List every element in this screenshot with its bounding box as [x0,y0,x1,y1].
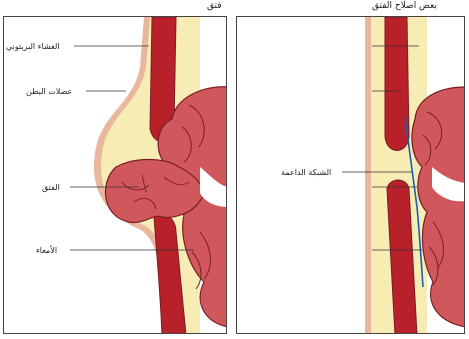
label-support-mesh: الشبكة الداعمة [281,168,331,177]
panel-title-hernia: فتق [207,1,222,11]
label-abdominal-muscles: عضلات البطن [26,87,72,96]
label-intestines: الأمعاء [36,246,57,255]
upper-muscle [385,17,409,151]
repair-illustration [237,17,465,334]
hernia-panel: الغشاء البريتوني عضلات البطن الفتق الأمع… [3,16,227,334]
label-hernia: الفتق [42,183,60,192]
hernia-illustration [4,17,227,334]
repair-panel: الشبكة الداعمة [236,16,465,334]
panel-title-after-repair: بعض اصلاح الفتق [372,1,437,11]
label-peritoneum: الغشاء البريتوني [6,42,60,51]
